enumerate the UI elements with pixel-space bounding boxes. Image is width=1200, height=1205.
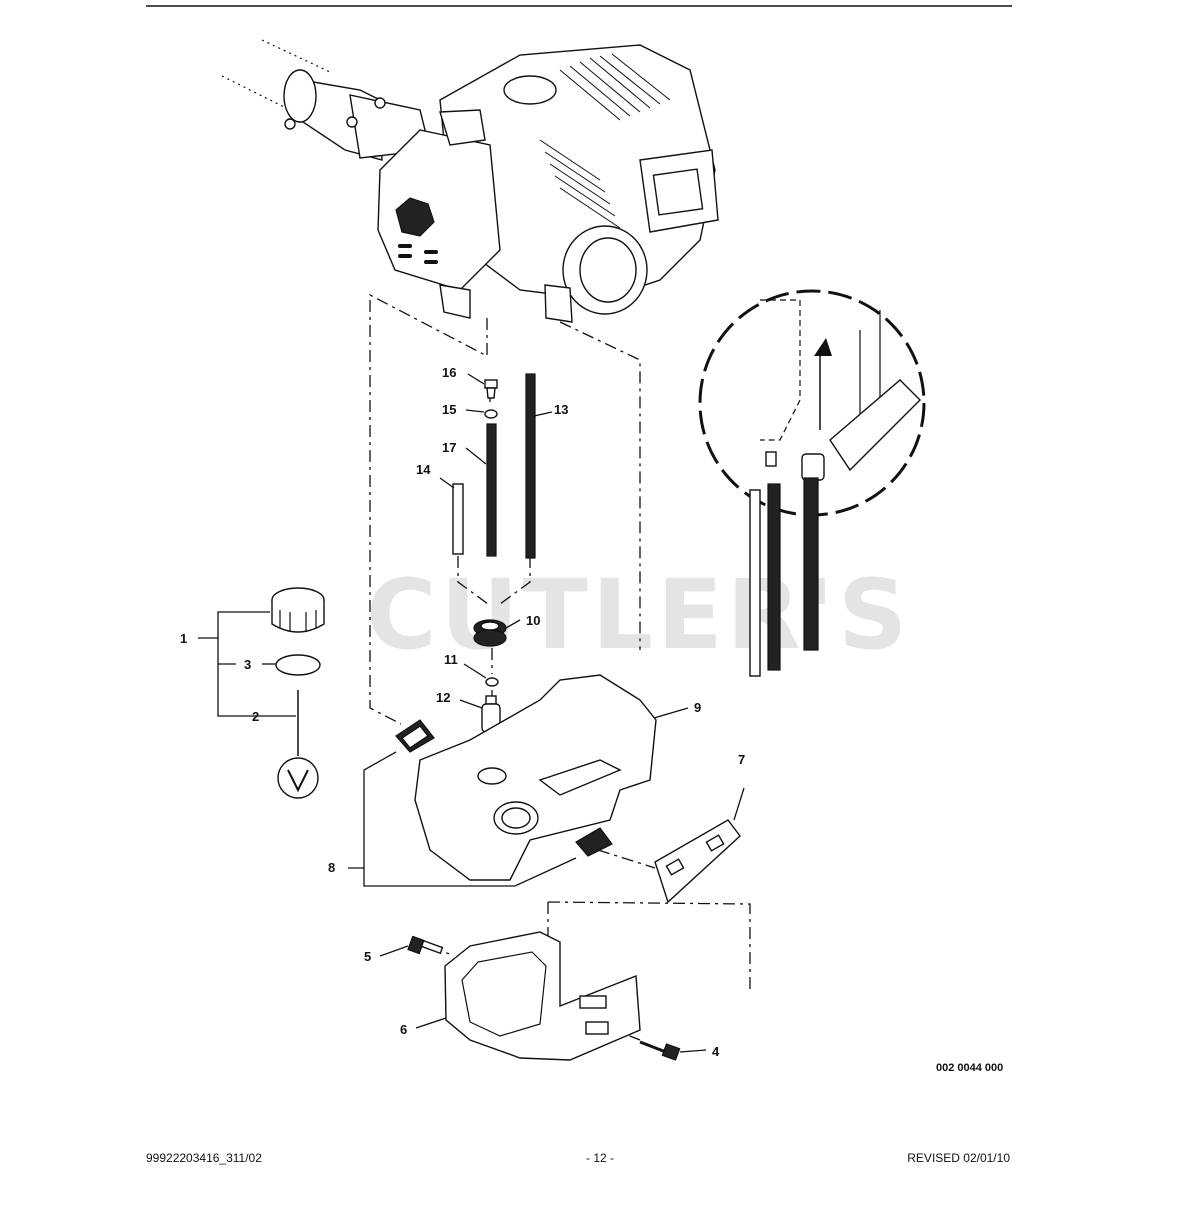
callout-16: 16	[442, 365, 456, 380]
part-11-o-ring	[485, 677, 499, 687]
callout-15: 15	[442, 402, 456, 417]
callout-10: 10	[526, 613, 540, 628]
part-2-tether	[277, 690, 319, 799]
callout-5: 5	[364, 949, 371, 964]
callout-9: 9	[694, 700, 701, 715]
callout-6: 6	[400, 1022, 407, 1037]
part-1-fuel-cap	[271, 587, 325, 633]
callout-leaders	[198, 373, 745, 1053]
part-4-bolt	[639, 1040, 681, 1061]
part-10-grommet	[473, 619, 507, 647]
callout-11: 11	[444, 652, 458, 667]
engine-assembly	[221, 39, 719, 323]
callout-2: 2	[252, 709, 259, 724]
part-9-fuel-tank	[414, 674, 657, 881]
footer-revision-date: REVISED 02/01/10	[907, 1151, 1010, 1165]
callout-8: 8	[328, 860, 335, 875]
part-17-fuel-line	[486, 423, 497, 557]
callout-7: 7	[738, 752, 745, 767]
footer-document-code: 99922203416_311/02	[146, 1151, 262, 1165]
part-14-tube	[452, 483, 464, 555]
callout-4: 4	[712, 1044, 720, 1059]
callout-1: 1	[180, 631, 187, 646]
callout-17: 17	[442, 440, 456, 455]
part-5-screw	[407, 935, 444, 955]
part-6-tank-mount	[444, 931, 641, 1061]
part-15-o-ring	[484, 409, 498, 419]
part-8-grommets	[395, 719, 613, 857]
part-3-retainer	[275, 654, 321, 676]
part-16-fitting	[484, 379, 498, 399]
callout-13: 13	[554, 402, 568, 417]
drawing-number: 002 0044 000	[936, 1062, 1004, 1074]
callout-14: 14	[416, 462, 431, 477]
callout-labels: 1 2 3 4 5 6 7 8 9 10 11 12 13 14 15 16 1…	[180, 365, 745, 1059]
callout-12: 12	[436, 690, 450, 705]
detail-inset	[698, 289, 926, 677]
part-7-bracket-plate	[654, 819, 741, 904]
callout-3: 3	[244, 657, 251, 672]
part-13-fuel-line	[525, 373, 536, 559]
footer-page-number: - 12 -	[585, 1151, 614, 1165]
